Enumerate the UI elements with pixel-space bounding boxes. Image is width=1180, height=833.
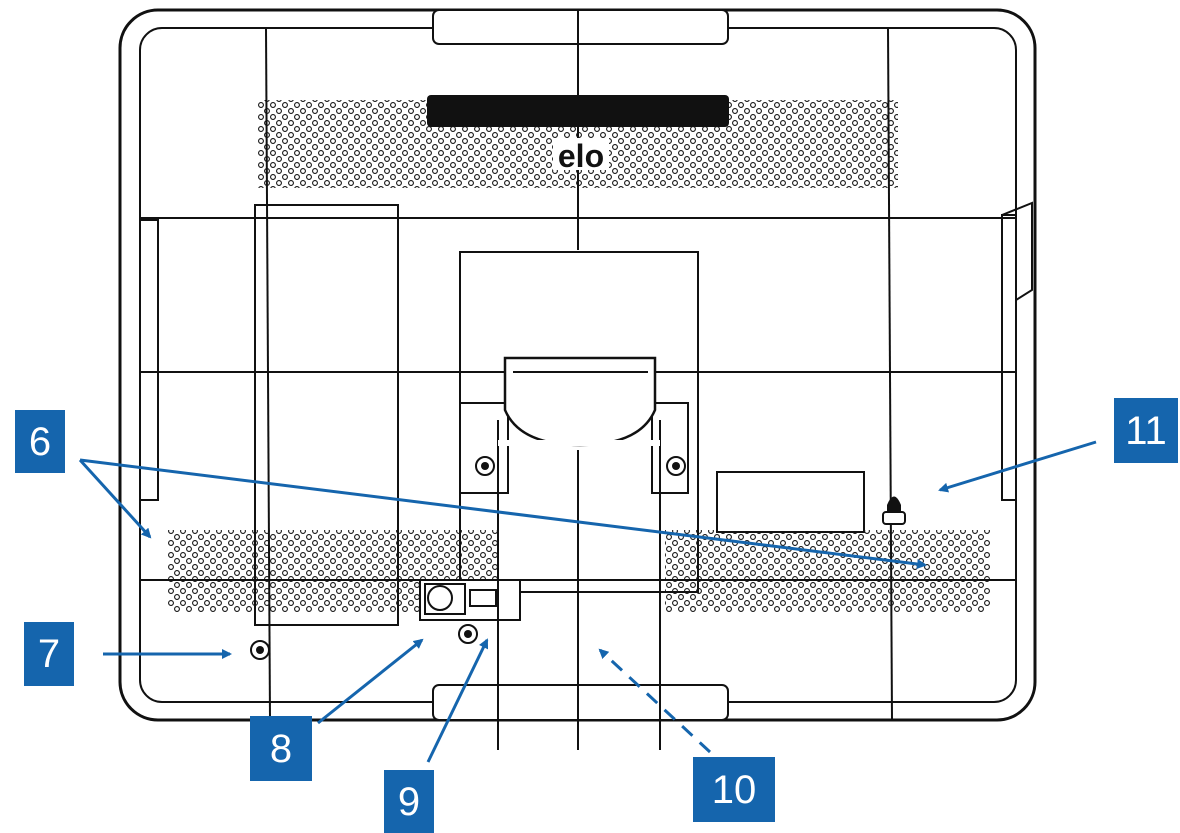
callout-8-label: 8 [269,726,293,771]
right-side-latch [1001,201,1033,301]
left-bracket [459,402,509,494]
bottom-handle [432,684,729,721]
bottom-vent-grille-right [665,530,990,612]
arrow-11 [938,440,1097,493]
callout-7-label: 7 [37,632,61,676]
power-port-icon [427,585,453,611]
right-bracket [651,402,689,494]
arrow-9 [426,638,489,763]
arrow-6b [79,458,927,569]
right-side-bump [1001,214,1016,501]
callout-9: 9 [384,770,434,833]
callout-11: 11 [1114,398,1178,463]
usb-port-icon [469,589,497,607]
vesa-screw-right [666,456,686,476]
arrow-6a [78,458,152,539]
arrow-10 [598,648,712,754]
top-handle [432,9,729,45]
callout-10: 10 [693,757,775,822]
callout-9-label: 9 [397,779,421,824]
left-recess-panel [254,204,399,626]
callout-7: 7 [24,622,74,686]
logo-background [553,138,609,170]
callout-8: 8 [250,716,312,781]
elo-logo: elo [558,138,604,174]
mount-screw-9 [458,624,478,644]
left-side-bump [140,219,159,501]
kensington-lock-icon [882,496,906,525]
callout-11-label: 11 [1125,408,1167,453]
stand-arm [497,356,661,750]
vesa-screw-left [475,456,495,476]
callout-6-label: 6 [28,419,52,464]
label-plate [716,471,865,533]
mount-screw-7 [250,640,270,660]
top-vent-bar [427,95,729,127]
arrow-8 [317,638,424,725]
callout-10-label: 10 [711,767,757,812]
callout-6: 6 [15,410,65,473]
